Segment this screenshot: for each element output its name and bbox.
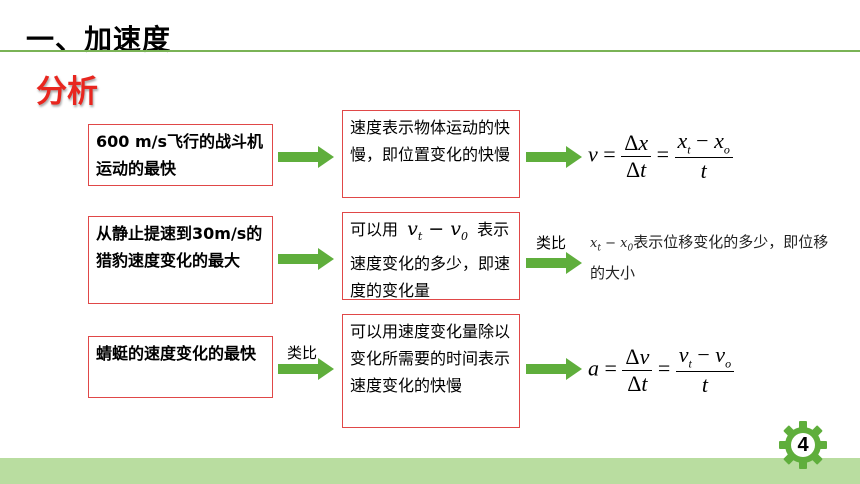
delta-x-expression: xt − x0 — [590, 236, 634, 254]
cheetah-box: 从静止提速到30m/s的猎豹速度变化的最大 — [88, 216, 273, 304]
section-title: 分析 — [36, 74, 98, 110]
footer-bar — [0, 458, 860, 484]
heading-divider — [0, 50, 860, 52]
box-text-suffix: 表示速度变化的多少，即速度的变化量 — [350, 220, 511, 300]
arrow-right-icon — [526, 146, 582, 168]
arrow-right-icon — [526, 358, 582, 380]
arrow-right-icon — [278, 146, 334, 168]
box-text-prefix: 可以用 — [350, 220, 399, 239]
velocity-change-box: 可以用 vt − v0 表示速度变化的多少，即速度的变化量 — [342, 212, 520, 300]
gear-icon — [779, 421, 827, 469]
analogy-label: 类比 — [287, 344, 318, 362]
speed-meaning-box: 速度表示物体运动的快慢，即位置变化的快慢 — [342, 110, 520, 198]
rate-of-change-box: 可以用速度变化量除以变化所需要的时间表示速度变化的快慢 — [342, 314, 520, 428]
displacement-note: xt − x0表示位移变化的多少，即位移的大小 — [590, 230, 830, 285]
fighter-jet-box: 600 m/s飞行的战斗机运动的最快 — [88, 124, 273, 186]
dragonfly-box: 蜻蜓的速度变化的最快 — [88, 336, 273, 398]
analogy-label: 类比 — [536, 234, 567, 252]
slide-heading: 一、加速度 — [26, 23, 172, 56]
page-number: 4 — [797, 434, 809, 456]
arrow-right-icon — [278, 248, 334, 270]
note-text: 表示位移变化的多少，即位移的大小 — [590, 233, 829, 282]
arrow-right-icon — [526, 252, 582, 274]
arrow-right-icon — [278, 358, 334, 380]
delta-v-expression: vt − v0 — [407, 218, 468, 243]
